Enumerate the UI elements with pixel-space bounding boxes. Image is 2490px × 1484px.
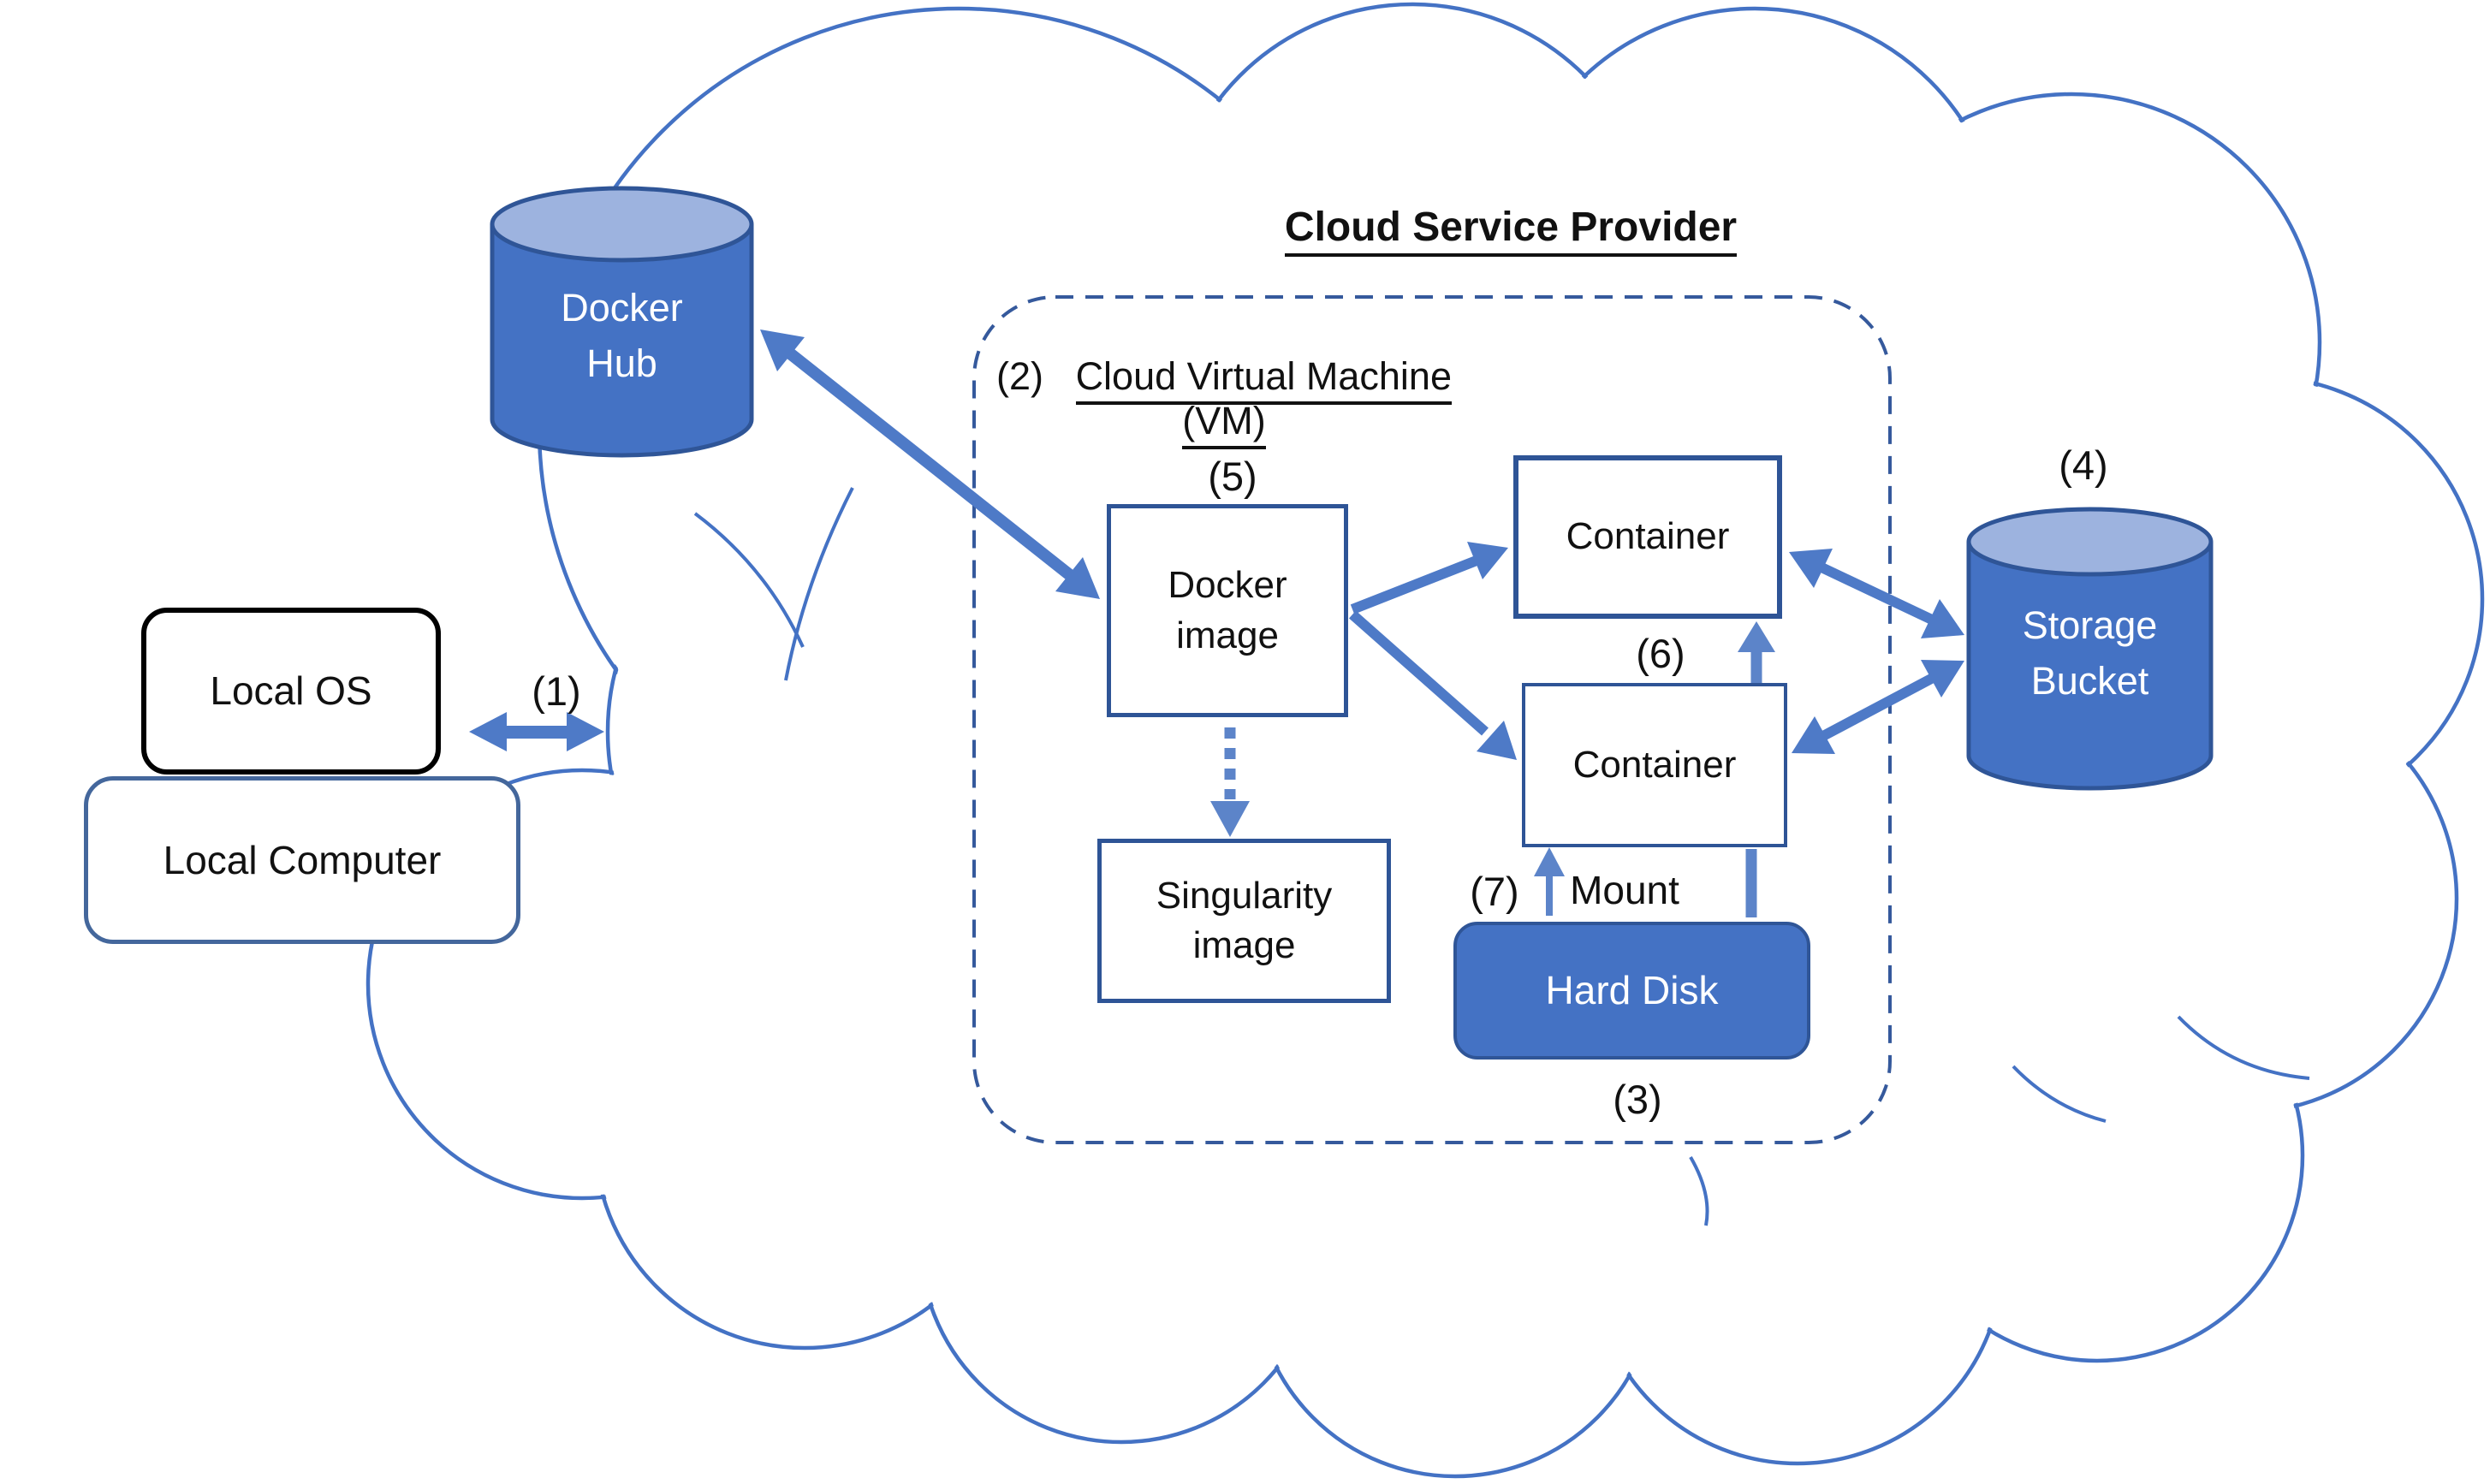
cloud-provider-title: Cloud Service Provider — [1250, 204, 1772, 257]
container-top-label: Container — [1566, 515, 1730, 558]
node-hard-disk: Hard Disk — [1453, 922, 1810, 1060]
label-3: (3) — [1613, 1076, 1662, 1122]
cloud-provider-title-text: Cloud Service Provider — [1284, 205, 1738, 257]
docker-image-line1: Docker — [1168, 564, 1287, 607]
label-1: (1) — [532, 668, 581, 714]
node-local-computer: Local Computer — [84, 776, 520, 944]
local-os-label: Local OS — [210, 668, 372, 714]
label-4: (4) — [2059, 442, 2108, 488]
arrow-container-container — [1738, 621, 1775, 683]
label-7: (7) — [1470, 868, 1519, 914]
arrow-image-container-top — [1350, 542, 1508, 614]
arrow-image-container-bottom — [1349, 610, 1517, 760]
storage-bucket-label: Storage Bucket — [1969, 597, 2211, 709]
docker-hub-line2: Hub — [586, 341, 657, 386]
label-5: (5) — [1208, 453, 1257, 499]
docker-hub-label: Docker Hub — [492, 280, 752, 392]
local-computer-label: Local Computer — [163, 837, 442, 882]
label-6: (6) — [1636, 630, 1685, 676]
cloud-outline — [365, 2, 2485, 1479]
vm-title-text: Cloud Virtual Machine (VM) — [1075, 354, 1452, 449]
singularity-line1: Singularity — [1156, 874, 1333, 917]
hard-disk-label: Hard Disk — [1545, 968, 1719, 1013]
node-docker-image: Docker image — [1107, 504, 1348, 717]
arrow-hub-image — [760, 329, 1100, 599]
docker-hub-line1: Docker — [561, 286, 683, 329]
node-container-bottom: Container — [1522, 683, 1787, 847]
docker-hub-cylinder — [490, 186, 754, 458]
storage-bucket-line2: Bucket — [2030, 659, 2149, 703]
docker-image-label: Docker image — [1168, 561, 1287, 660]
spacer — [1055, 354, 1066, 398]
vm-title-prefix: (2) — [996, 354, 1044, 398]
arrow-image-singularity — [1210, 727, 1250, 837]
node-singularity-image: Singularity image — [1097, 839, 1391, 1003]
docker-image-line2: image — [1176, 614, 1279, 656]
vm-dashed-boundary — [972, 295, 1892, 1144]
vm-title: (2) Cloud Virtual Machine (VM) — [976, 354, 1472, 449]
singularity-image-label: Singularity image — [1156, 871, 1332, 971]
arrow-containerbottom-bucket — [1792, 660, 1964, 754]
storage-bucket-cylinder — [1966, 507, 2214, 791]
mount-label: Mount — [1570, 868, 1679, 912]
node-container-top: Container — [1513, 455, 1782, 619]
cloud-inner-arcs — [693, 487, 2310, 1226]
arrow-containertop-bucket — [1789, 549, 1964, 638]
storage-bucket-line1: Storage — [2022, 603, 2158, 647]
singularity-line2: image — [1192, 924, 1296, 966]
arrow-local-cloud — [469, 712, 604, 751]
node-local-os: Local OS — [141, 608, 441, 775]
arrow-mount-left — [1534, 847, 1565, 916]
container-bottom-label: Container — [1572, 743, 1737, 786]
